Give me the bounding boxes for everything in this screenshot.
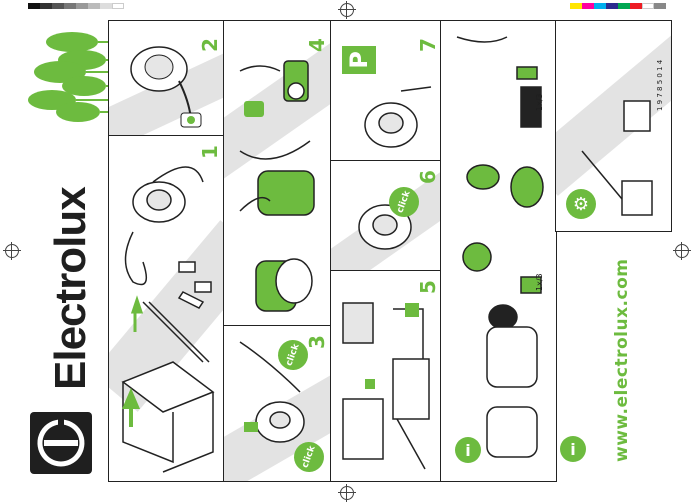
panel-step-5: 5 bbox=[330, 270, 442, 482]
step-number-3: 3 bbox=[304, 335, 329, 349]
website-url: www.electrolux.com bbox=[612, 258, 632, 462]
registration-mark-left bbox=[3, 242, 21, 260]
parking-position-illustration bbox=[364, 86, 432, 148]
wash-label-1: 1x/3 bbox=[535, 93, 544, 111]
brand-name: Electrolux bbox=[46, 187, 95, 390]
step-number-2: 2 bbox=[197, 38, 222, 52]
filter-cleaning-illustration bbox=[456, 36, 544, 458]
cord-rewind-illustration bbox=[358, 204, 412, 250]
print-color-bar-right bbox=[570, 3, 666, 9]
parking-badge: P bbox=[342, 46, 376, 74]
brush-cleaning-illustration bbox=[581, 100, 653, 216]
dust-container-illustration bbox=[239, 60, 315, 312]
cover-strip: Electrolux bbox=[22, 20, 108, 480]
panel-step-6: click 6 bbox=[330, 160, 442, 272]
info-badge-1: i bbox=[455, 437, 481, 463]
electrolux-logo-icon bbox=[30, 412, 92, 474]
trees-illustration bbox=[28, 32, 108, 122]
panel-step-2: 2 bbox=[108, 20, 225, 137]
step-number-4: 4 bbox=[304, 38, 329, 52]
panel-step-4: 4 bbox=[223, 20, 332, 327]
nozzle-illustration bbox=[342, 302, 430, 470]
vacuum-cord-illustration bbox=[130, 46, 202, 128]
panel-brush-maintenance: ⚙ 1 9 7 8 5 0 1 4 bbox=[555, 20, 672, 232]
unpacking-accessories-illustration bbox=[121, 166, 215, 473]
step-number-5: 5 bbox=[415, 280, 440, 294]
tube-attach-illustration bbox=[239, 341, 305, 443]
info-badge-2: i bbox=[560, 436, 586, 462]
step-number-7: 7 bbox=[415, 38, 440, 52]
panel-step-7: P 7 bbox=[330, 20, 442, 162]
registration-mark-top bbox=[338, 1, 356, 19]
registration-mark-bottom bbox=[338, 484, 356, 502]
panel-step-1: 1 bbox=[108, 135, 225, 482]
step-number-1: 1 bbox=[197, 145, 222, 159]
part-number: 1 9 7 8 5 0 1 4 bbox=[656, 59, 664, 111]
panel-step-3: click click 3 bbox=[223, 325, 332, 482]
panel-filter-maintenance: 1x/3 1x/3 i bbox=[440, 20, 557, 482]
wrench-icon: ⚙ bbox=[566, 189, 596, 219]
registration-mark-right bbox=[673, 242, 691, 260]
wash-label-2: 1x/3 bbox=[535, 273, 544, 291]
print-color-bar-left bbox=[28, 3, 124, 9]
step-number-6: 6 bbox=[415, 170, 440, 184]
